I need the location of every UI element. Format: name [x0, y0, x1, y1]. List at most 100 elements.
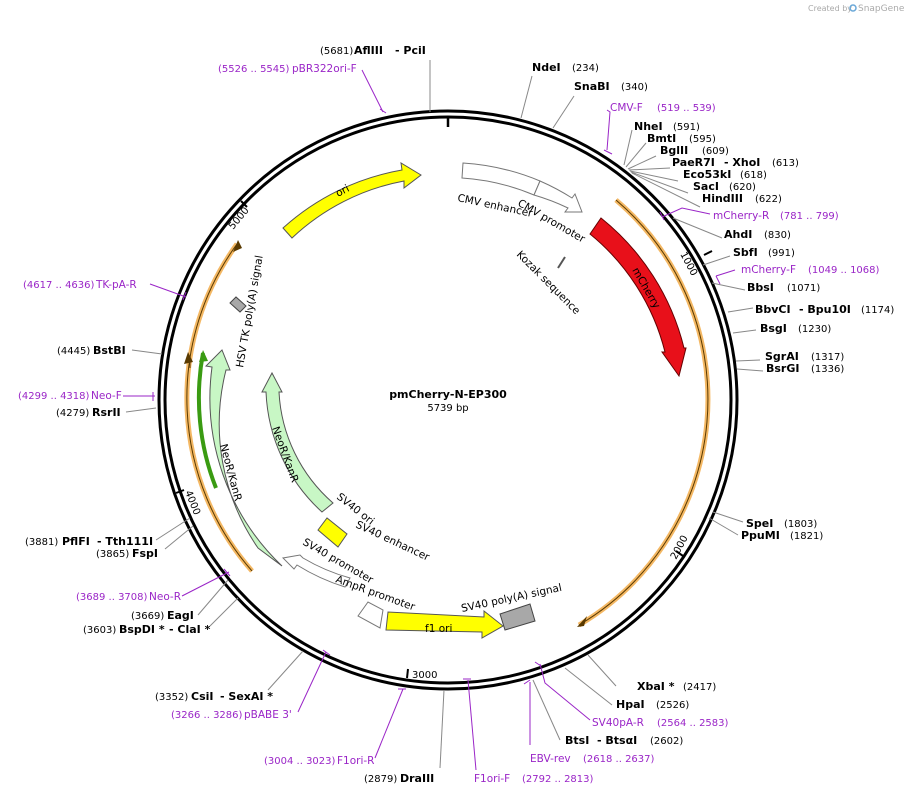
site-draiii-name[interactable]: DraIII [400, 772, 434, 785]
kozak-label: Kozak sequence [514, 249, 582, 317]
site-clai-name[interactable]: - ClaI * [169, 623, 211, 636]
primer-mcherry-r-name[interactable]: mCherry-R [713, 210, 769, 222]
primer-pbr322ori-f-name[interactable]: pBR322ori-F [292, 63, 357, 75]
primer-cmv-f-name[interactable]: CMV-F [610, 102, 643, 114]
site-snabi-pos: (340) [621, 82, 648, 93]
primer-pbr322ori-f-pos: (5526 .. 5545) [218, 64, 290, 75]
site-xhoi-name[interactable]: - XhoI [724, 156, 760, 169]
primer-f1ori-r-name[interactable]: F1ori-R [337, 755, 374, 767]
primer-neo-f-name[interactable]: Neo-F [91, 390, 122, 402]
cmv-promoter-feature[interactable] [533, 180, 583, 213]
kozak-mark [557, 256, 566, 269]
neor-inner-feature[interactable] [261, 371, 334, 513]
site-bspdi-pos: (3603) [83, 625, 116, 636]
site-bmti-name[interactable]: BmtI [647, 132, 676, 145]
site-sexai-name[interactable]: - SexAI * [220, 690, 273, 703]
site-nhei-name[interactable]: NheI [634, 120, 663, 133]
cmv-enhancer-feature[interactable] [461, 162, 541, 196]
primer-neo-r-pos: (3689 .. 3708) [76, 592, 148, 603]
orf-track-left-arrow [233, 240, 242, 252]
site-saci-pos: (620) [729, 182, 756, 193]
ampr-promoter-feature[interactable] [357, 601, 384, 629]
primer-f1ori-f-pos: (2792 .. 2813) [522, 774, 594, 785]
mcherry-feature[interactable] [589, 217, 687, 378]
site-bglii-name[interactable]: BglII [660, 144, 688, 157]
site-eco53ki-name[interactable]: Eco53kI [683, 168, 731, 181]
snapgene-logo-icon [849, 4, 857, 12]
site-paer7i-name[interactable]: PaeR7I [672, 156, 715, 169]
sv40-enhancer-label: SV40 enhancer [354, 519, 432, 564]
site-saci-name[interactable]: SacI [693, 180, 719, 193]
site-pflfi-pos: (3881) [25, 537, 58, 548]
site-sgrai-name[interactable]: SgrAI [765, 350, 799, 363]
site-bbvci-name[interactable]: BbvCI [755, 303, 791, 316]
created-by-text: Created by [808, 4, 852, 13]
site-pflfi-name[interactable]: PflFI [62, 535, 90, 548]
site-bbsi-pos: (1071) [787, 283, 820, 294]
primer-sv40pa-r-name[interactable]: SV40pA-R [592, 717, 644, 729]
site-eagi-name[interactable]: EagI [167, 609, 194, 622]
primer-ebv-rev-name[interactable]: EBV-rev [530, 753, 571, 765]
f1-ori-feature[interactable] [385, 609, 504, 639]
site-afliii-name[interactable]: AflIII [354, 44, 383, 57]
site-spei-name[interactable]: SpeI [746, 517, 773, 530]
primer-ebv-rev-pos: (2618 .. 2637) [583, 754, 655, 765]
sv40-ori-label: SV40 ori [334, 491, 376, 528]
orf-track-left-core [186, 243, 253, 572]
backbone-outer-ring [157, 109, 739, 691]
site-hindiii-name[interactable]: HindIII [702, 192, 743, 205]
sv40-promoter-feature[interactable] [281, 554, 351, 588]
site-bsgi-name[interactable]: BsgI [760, 322, 787, 335]
site-hpai-pos: (2526) [656, 700, 689, 711]
site-ahdi-name[interactable]: AhdI [724, 228, 752, 241]
site-bpu10i-name[interactable]: - Bpu10I [799, 303, 851, 316]
neor-dark-track [196, 352, 218, 489]
ori-feature[interactable] [282, 162, 422, 239]
site-ppumi-pos: (1821) [790, 531, 823, 542]
primer-pbabe3-name[interactable]: pBABE 3' [244, 709, 292, 721]
neor-dark-track-arrow [199, 350, 208, 362]
plasmid-name: pmCherry-N-EP300 [389, 388, 507, 401]
site-rsrii-name[interactable]: RsrII [92, 406, 121, 419]
site-btsi-pos: (2602) [650, 736, 683, 747]
site-fspi-name[interactable]: FspI [132, 547, 158, 560]
tick-2000-mark [675, 550, 684, 557]
orf-track-left-arrow2 [184, 352, 193, 364]
site-bbsi-name[interactable]: BbsI [747, 281, 774, 294]
site-sbfi-name[interactable]: SbfI [733, 246, 758, 259]
site-btsi-name[interactable]: BtsI [565, 734, 589, 747]
sv40-ori-feature[interactable] [317, 517, 348, 548]
primer-leaders [123, 69, 736, 771]
site-tth111i-name[interactable]: - Tth111I [97, 535, 153, 548]
f1-ori-label: f1 ori [425, 623, 452, 635]
neor-outer-feature[interactable] [204, 349, 283, 567]
site-xbai-name[interactable]: XbaI * [637, 680, 675, 693]
primer-neo-r-name[interactable]: Neo-R [149, 591, 181, 603]
tick-2000-label: 2000 [669, 534, 691, 562]
site-bsrgi-name[interactable]: BsrGI [766, 362, 799, 375]
tick-5000-mark [240, 200, 248, 208]
site-rsrii-pos: (4279) [56, 408, 89, 419]
site-ppumi-name[interactable]: PpuMI [741, 529, 780, 542]
site-btsalphai-name[interactable]: - BtsαI [597, 734, 637, 747]
primer-f1ori-r-pos: (3004 .. 3023) [264, 756, 336, 767]
primer-tkpa-r-name[interactable]: TK-pA-R [95, 279, 137, 291]
site-snabi-name[interactable]: SnaBI [574, 80, 610, 93]
site-paer7i-pos: (613) [772, 158, 799, 169]
site-bstbi-name[interactable]: BstBI [93, 344, 126, 357]
site-csii-name[interactable]: CsiI [191, 690, 213, 703]
site-ndei-name[interactable]: NdeI [532, 61, 561, 74]
site-eco53ki-pos: (618) [740, 170, 767, 181]
snapgene-brand: SnapGene [858, 4, 905, 14]
site-pcii-name[interactable]: - PciI [395, 44, 426, 57]
neor-outer-label: NeoR/KanR [217, 443, 244, 503]
primer-f1ori-f-name[interactable]: F1ori-F [474, 773, 510, 785]
hsv-polya-feature[interactable] [229, 296, 247, 313]
site-hpai-name[interactable]: HpaI [616, 698, 645, 711]
site-fspi-pos: (3865) [96, 549, 129, 560]
site-eagi-pos: (3669) [131, 611, 164, 622]
sv40-polya-feature[interactable] [499, 603, 536, 631]
primer-mcherry-f-name[interactable]: mCherry-F [741, 264, 796, 276]
site-bspdi-name[interactable]: BspDI * [119, 623, 165, 636]
